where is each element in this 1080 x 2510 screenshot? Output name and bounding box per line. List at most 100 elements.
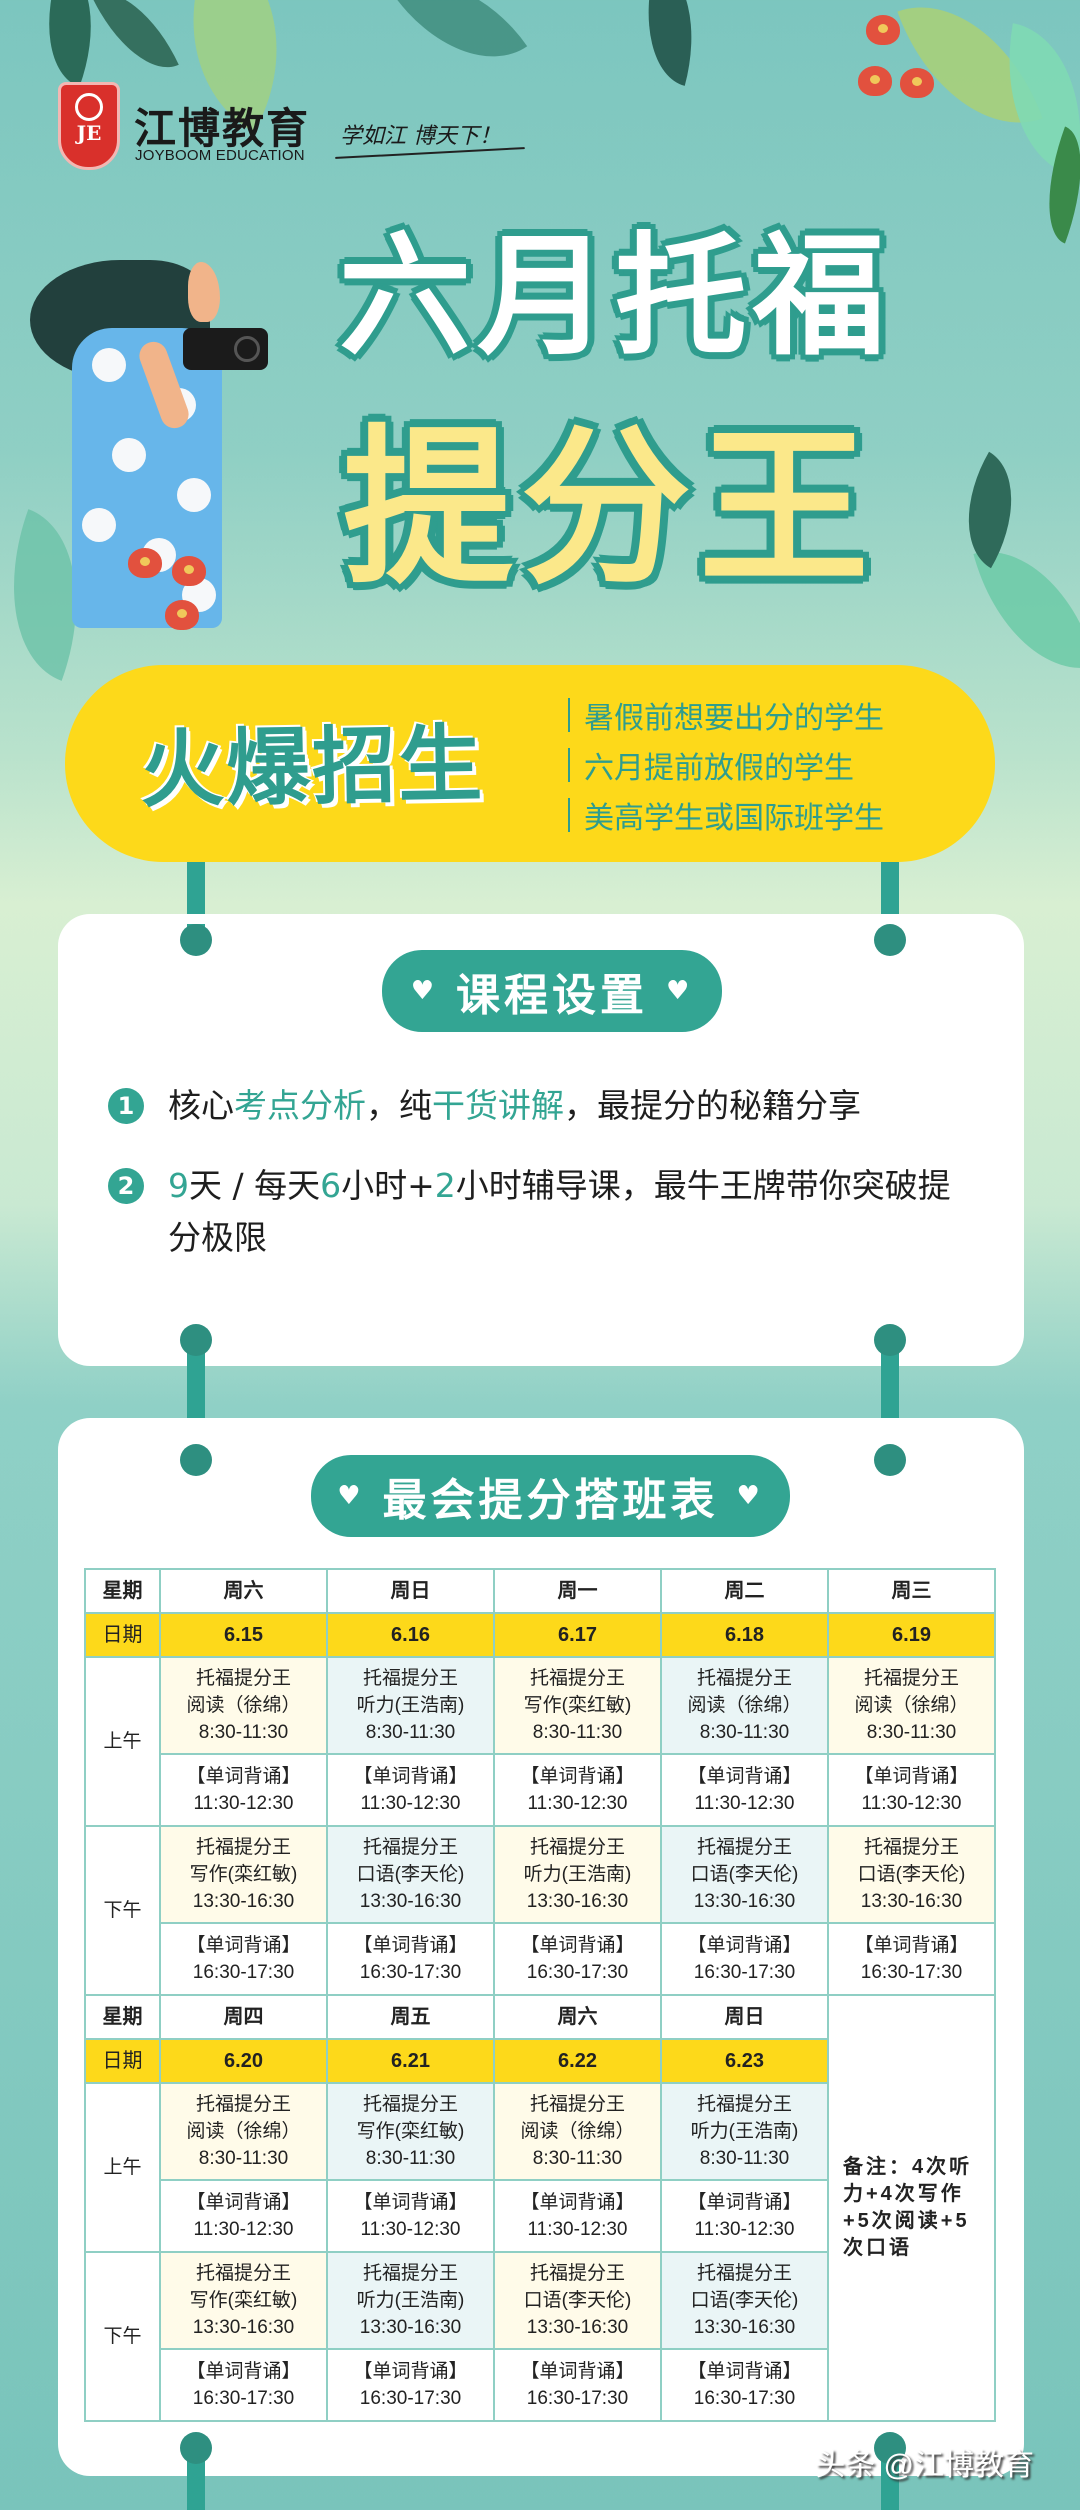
leaf-decoration <box>392 0 528 93</box>
weekday-label: 星期 <box>84 1994 161 2040</box>
date-row: 日期 6.15 6.16 6.17 6.18 6.19 <box>84 1612 996 1658</box>
word-cell: 【单词背诵】16:30-17:30 <box>326 1922 495 1996</box>
flower-decoration <box>128 548 162 578</box>
weekday-cell: 周一 <box>493 1568 662 1614</box>
class-cell: 托福提分王写作(栾红敏)8:30-11:30 <box>326 2082 495 2181</box>
date-cell: 6.17 <box>493 1612 662 1658</box>
phoenix-emblem-icon <box>75 93 103 121</box>
target-student-item: 暑假前想要出分的学生 <box>568 690 884 740</box>
pin-head <box>180 2432 212 2464</box>
class-cell: 托福提分王听力(王浩南)8:30-11:30 <box>326 1656 495 1755</box>
course-section-title: ♥ 课程设置 ♥ <box>382 950 722 1032</box>
word-cell: 【单词背诵】16:30-17:30 <box>827 1922 996 1996</box>
course-item-text: 9天 / 每天6小时+2小时辅导课，最牛王牌带你突破提分极限 <box>168 1166 951 1257</box>
word-cell: 【单词背诵】11:30-12:30 <box>660 1753 829 1827</box>
date-cell: 6.18 <box>660 1612 829 1658</box>
heart-icon: ♥ <box>410 976 438 1006</box>
class-cell: 托福提分王写作(栾红敏)13:30-16:30 <box>159 2251 328 2350</box>
pin-connector <box>187 1340 205 1440</box>
class-cell: 托福提分王阅读（徐绵）8:30-11:30 <box>493 2082 662 2181</box>
word-cell: 【单词背诵】11:30-12:30 <box>326 2179 495 2253</box>
afternoon-label: 下午 <box>84 2251 161 2422</box>
flower-decoration <box>900 68 934 98</box>
banner-headline: 火爆招生 <box>139 717 485 817</box>
date-cell: 6.15 <box>159 1612 328 1658</box>
word-cell: 【单词背诵】16:30-17:30 <box>159 2348 328 2422</box>
heart-icon: ♥ <box>736 1481 764 1511</box>
class-cell: 托福提分王口语(李天伦)13:30-16:30 <box>660 1825 829 1924</box>
weekday-row: 星期 周六 周日 周一 周二 周三 <box>84 1568 996 1614</box>
schedule-table: 星期 周六 周日 周一 周二 周三 日期 6.15 6.16 6.17 6.18… <box>84 1568 996 2422</box>
word-cell: 【单词背诵】11:30-12:30 <box>326 1753 495 1827</box>
pin-head <box>874 2432 906 2464</box>
date-cell: 6.20 <box>159 2038 328 2084</box>
leaf-decoration <box>91 0 179 86</box>
number-badge: 1 <box>108 1088 144 1124</box>
weekday-cell: 周二 <box>660 1568 829 1614</box>
heart-icon: ♥ <box>337 1481 365 1511</box>
logo-shield: JE <box>58 82 120 170</box>
word-cell: 【单词背诵】16:30-17:30 <box>159 1922 328 1996</box>
class-cell: 托福提分王阅读（徐绵）8:30-11:30 <box>827 1656 996 1755</box>
course-item: 1 核心考点分析，纯干货讲解，最提分的秘籍分享 <box>108 1080 988 1132</box>
word-cell: 【单词背诵】11:30-12:30 <box>493 2179 662 2253</box>
course-item: 2 9天 / 每天6小时+2小时辅导课，最牛王牌带你突破提分极限 <box>108 1160 968 1264</box>
class-cell: 托福提分王写作(栾红敏)13:30-16:30 <box>159 1825 328 1924</box>
class-cell: 托福提分王写作(栾红敏)8:30-11:30 <box>493 1656 662 1755</box>
date-cell: 6.21 <box>326 2038 495 2084</box>
date-cell: 6.16 <box>326 1612 495 1658</box>
pin-head <box>874 1324 906 1356</box>
weekday-cell: 周五 <box>326 1994 495 2040</box>
class-cell: 托福提分王听力(王浩南)13:30-16:30 <box>493 1825 662 1924</box>
logo-mark: JE <box>76 121 102 145</box>
class-cell: 托福提分王阅读（徐绵）8:30-11:30 <box>159 1656 328 1755</box>
word-cell: 【单词背诵】16:30-17:30 <box>493 1922 662 1996</box>
camera-icon <box>183 328 268 370</box>
class-cell: 托福提分王阅读（徐绵）8:30-11:30 <box>159 2082 328 2181</box>
weekday-cell: 周四 <box>159 1994 328 2040</box>
enrollment-banner <box>65 665 995 862</box>
weekday-row: 星期 周四 周五 周六 周日 备注：4次听力+4次写作+5次阅读+5次口语 <box>84 1994 996 2422</box>
pm-class-row: 下午 托福提分王写作(栾红敏)13:30-16:30 托福提分王听力(王浩南)1… <box>84 2251 995 2422</box>
pin-connector <box>881 1340 899 1440</box>
weekday-cell: 周日 <box>660 1994 829 2040</box>
brand-slogan: 学如江 博天下！ <box>340 124 501 149</box>
flower-decoration <box>172 556 206 586</box>
weekday-cell: 周六 <box>159 1568 328 1614</box>
date-label: 日期 <box>84 1612 161 1658</box>
pin-head <box>180 924 212 956</box>
brand-name-cn: 江博教育 <box>134 105 311 152</box>
flower-decoration <box>866 15 900 45</box>
am-word-row: 【单词背诵】11:30-12:30 【单词背诵】11:30-12:30 【单词背… <box>85 2179 995 2253</box>
flower-decoration <box>858 66 892 96</box>
word-cell: 【单词背诵】16:30-17:30 <box>660 1922 829 1996</box>
afternoon-label: 下午 <box>84 1825 161 1996</box>
morning-label: 上午 <box>84 2082 161 2253</box>
flower-decoration <box>165 600 199 630</box>
word-cell: 【单词背诵】11:30-12:30 <box>159 2179 328 2253</box>
course-item-text: 核心考点分析，纯干货讲解，最提分的秘籍分享 <box>168 1086 861 1125</box>
pin-head <box>180 1324 212 1356</box>
schedule-note: 备注：4次听力+4次写作+5次阅读+5次口语 <box>827 1994 996 2422</box>
date-cell: 6.22 <box>493 2038 662 2084</box>
date-row: 日期 6.20 6.21 6.22 6.23 <box>84 2038 995 2084</box>
date-cell: 6.19 <box>827 1612 996 1658</box>
class-cell: 托福提分王口语(李天伦)13:30-16:30 <box>827 1825 996 1924</box>
pin-head <box>874 1444 906 1476</box>
hero-title-line2: 提分王 <box>342 408 877 608</box>
pm-word-row: 【单词背诵】16:30-17:30 【单词背诵】16:30-17:30 【单词背… <box>85 2348 995 2422</box>
class-cell: 托福提分王口语(李天伦)13:30-16:30 <box>660 2251 829 2350</box>
word-cell: 【单词背诵】16:30-17:30 <box>660 2348 829 2422</box>
date-cell: 6.23 <box>660 2038 829 2084</box>
morning-label: 上午 <box>84 1656 161 1827</box>
pm-word-row: 【单词背诵】16:30-17:30 【单词背诵】16:30-17:30 【单词背… <box>85 1922 996 1996</box>
weekday-cell: 周六 <box>493 1994 662 2040</box>
class-cell: 托福提分王阅读（徐绵）8:30-11:30 <box>660 1656 829 1755</box>
schedule-section-title: ♥ 最会提分搭班表 ♥ <box>311 1455 790 1537</box>
class-cell: 托福提分王听力(王浩南)13:30-16:30 <box>326 2251 495 2350</box>
am-word-row: 【单词背诵】11:30-12:30 【单词背诵】11:30-12:30 【单词背… <box>85 1753 996 1827</box>
class-cell: 托福提分王听力(王浩南)8:30-11:30 <box>660 2082 829 2181</box>
brand-name-en: JOYBOOM EDUCATION <box>135 147 305 164</box>
pm-class-row: 下午 托福提分王写作(栾红敏)13:30-16:30 托福提分王口语(李天伦)1… <box>84 1825 996 1996</box>
word-cell: 【单词背诵】11:30-12:30 <box>159 1753 328 1827</box>
